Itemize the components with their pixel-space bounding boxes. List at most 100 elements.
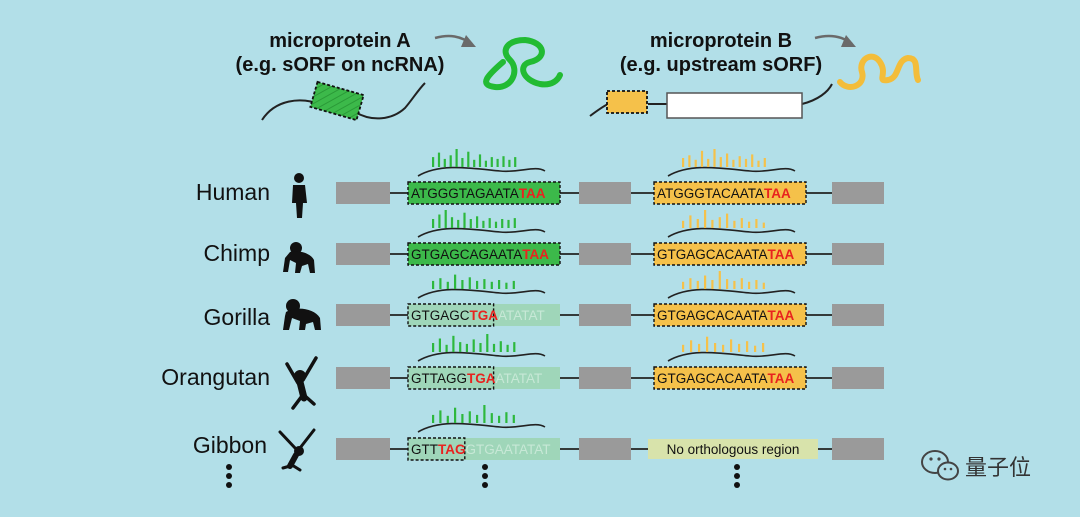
ribosome-profile-bar-a — [478, 154, 482, 167]
ribosome-profile-bar-a — [439, 410, 442, 423]
ribosome-profile-bar-b — [755, 280, 758, 289]
ribosome-profile-bar-b — [713, 149, 716, 167]
ribosome-profile-bar-a — [472, 339, 475, 352]
ribosome-profile-bar-a — [501, 219, 504, 228]
ribosome-profile-bar-b — [698, 343, 701, 352]
species-rows: Human Chimp Gorilla Orangutan — [161, 149, 884, 488]
ribosome-profile-bar-b — [733, 220, 736, 228]
ribosome-profile-bar-a — [437, 152, 441, 167]
ribosome-profile-bar-b — [690, 340, 693, 352]
ribosome-profile-bar-a — [454, 407, 457, 423]
sorf-a-box — [309, 80, 365, 122]
exon-block — [336, 304, 390, 326]
no-ortholog-label: No orthologous region — [667, 442, 800, 457]
species-row: Chimp — [204, 240, 315, 273]
ribosome-profile-bar-a — [444, 210, 447, 228]
species-row: Orangutan — [161, 356, 318, 410]
peptide-wave-b — [667, 227, 796, 238]
ribosome-profile-bar-a — [490, 157, 493, 167]
sorf-a-truncated-box — [407, 437, 466, 461]
wechat-icon — [921, 450, 959, 481]
ribosome-profile-bar-b — [751, 154, 754, 167]
ribosome-profile-bar-a — [454, 274, 457, 289]
ribosome-profile-bar-b — [746, 341, 749, 352]
ribosome-profile-bar-a — [505, 282, 508, 289]
peptide-wave-a — [417, 227, 546, 238]
sequence-b-text: GTGAGCACAATATAA — [657, 308, 795, 323]
ribosome-profile-bar-b — [689, 215, 692, 228]
ribosome-profile-bar-a — [482, 220, 485, 228]
ribosome-profile-bar-b — [762, 222, 765, 228]
ribosome-profile-bar-a — [483, 279, 486, 289]
sorf-a-box — [407, 181, 561, 205]
ribosome-profile-bar-a — [502, 156, 505, 167]
ribosome-profile-bar-b — [711, 280, 714, 289]
microprotein-b-title: microprotein B — [650, 30, 792, 52]
ribosome-profile-bar-a — [512, 280, 515, 289]
sorf-a-truncated-box — [407, 303, 495, 327]
ribosome-profile-bar-a — [438, 338, 441, 352]
ribosome-profile-bar-b — [726, 213, 729, 228]
exon-block — [832, 304, 884, 326]
ribosome-profile-bar-b — [740, 218, 743, 228]
ribosome-profile-bar-b — [763, 158, 766, 167]
ribosome-profile-bar-b — [744, 158, 748, 167]
peptide-wave-b — [667, 166, 796, 177]
exon-block — [336, 367, 390, 389]
sequence-a-text: ATGGGTAGAATATAA — [411, 186, 546, 201]
peptide-wave-b — [667, 351, 796, 362]
exon-block — [336, 243, 390, 265]
ribosome-profile-bar-a — [513, 342, 516, 352]
ribosome-profile-bar-a — [443, 158, 446, 167]
ribosome-profile-bar-b — [755, 219, 758, 228]
ribosome-profile-bar-b — [726, 279, 729, 289]
ribosome-profile-bar-a — [461, 158, 464, 167]
species-row: Gibbon — [193, 428, 316, 472]
ribosome-profile-bar-a — [499, 341, 502, 352]
sequence-segment: TAA — [519, 186, 546, 201]
ribosome-profile-bar-a — [476, 414, 479, 423]
ribosome-profile-bar-b — [689, 278, 692, 289]
orangutan-silhouette-icon — [285, 356, 318, 410]
ribosome-profile-bar-a — [459, 342, 462, 352]
sequence-b-text: GTGAGCACAATATAA — [657, 371, 795, 386]
sequence-segment: GTT — [411, 442, 438, 457]
sequence-segment: TAA — [764, 186, 791, 201]
ribosome-profile-bar-a — [461, 414, 464, 423]
sequence-segment: TAA — [768, 247, 795, 262]
ribosome-profile-bar-b — [719, 157, 722, 167]
ribosome-profile-bar-a — [483, 405, 486, 423]
ribosome-profile-bar-a — [498, 415, 501, 423]
ribosome-profile-bar-a — [446, 281, 449, 289]
sequence-a-text: GTGAGCAGAATATAA — [411, 247, 549, 262]
ribosome-profile-bar-a — [479, 343, 482, 352]
ribosome-profile-bar-b — [711, 219, 714, 228]
microprotein-b-subtitle: (e.g. upstream sORF) — [620, 54, 822, 76]
ribosome-profile-bar-a — [432, 280, 435, 289]
ribosome-profile-bar-a — [432, 343, 435, 352]
ribosome-profile-bar-b — [738, 156, 741, 167]
ribosome-profile-bar-a — [445, 344, 448, 352]
species-row: Human — [196, 173, 307, 218]
ribosome-profile-bar-a — [476, 216, 479, 228]
microprotein-a-header: microprotein A (e.g. sORF on ncRNA) — [236, 30, 563, 122]
ribosome-profile-bar-a — [492, 343, 496, 352]
exon-block — [336, 182, 390, 204]
ribosome-profile-bar-b — [748, 221, 751, 228]
ribosome-profile-bar-a — [476, 280, 479, 289]
ribosome-profile-bar-b — [706, 336, 709, 352]
ribosome-profile-bar-a — [446, 415, 449, 423]
ribosome-profile-bar-b — [704, 275, 707, 289]
sequence-segment: ATATAT — [496, 371, 543, 386]
species-row: Gorilla — [204, 299, 321, 330]
species-name: Gibbon — [193, 432, 267, 458]
ribosome-profile-bar-b — [757, 160, 760, 167]
ribosome-profile-bar-a — [484, 160, 487, 167]
sequence-segment: TGA — [470, 308, 499, 323]
peptide-wave-a — [417, 351, 546, 362]
exon-block — [832, 182, 884, 204]
ribosome-profile-bar-b — [732, 159, 735, 167]
species-name: Human — [196, 179, 270, 205]
sequence-segment: GTGAGCACAATA — [657, 308, 768, 323]
